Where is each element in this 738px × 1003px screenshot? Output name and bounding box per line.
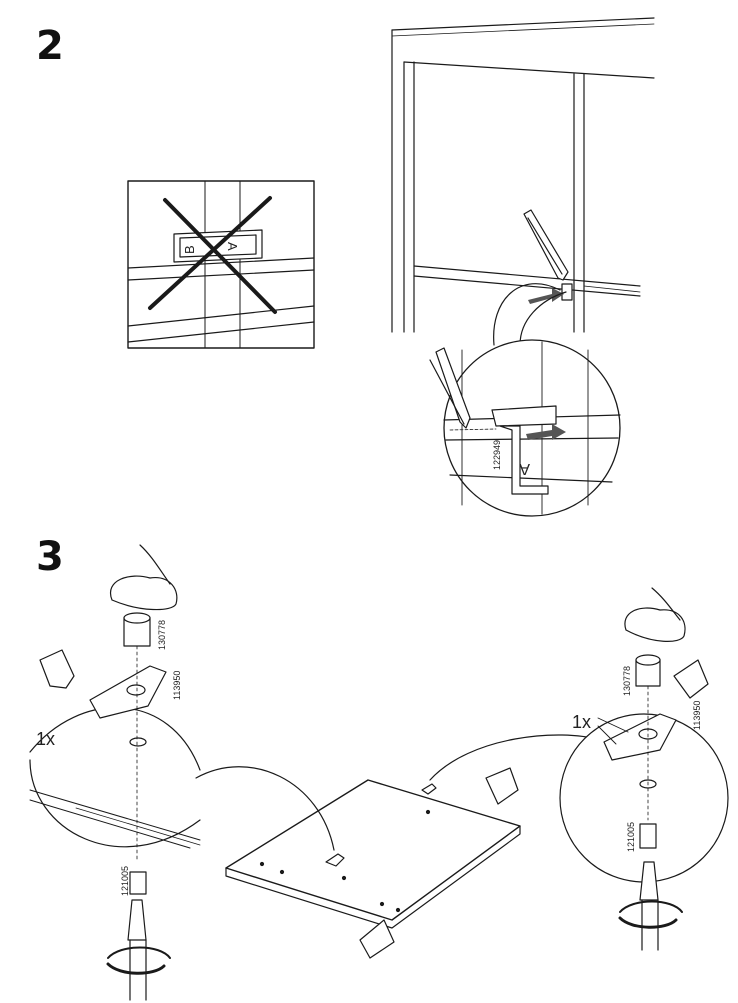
- part-number-121005-right: 121005: [626, 822, 636, 852]
- wrong-label-b: B: [182, 245, 197, 254]
- pencil-icon: [429, 347, 471, 429]
- finger-press-icon: [109, 544, 178, 611]
- quantity-right: 1x: [572, 712, 591, 732]
- door-panel: [195, 734, 601, 959]
- part-number-130778-left: 130778: [157, 620, 167, 650]
- part-number-113950-right: 113950: [692, 701, 702, 730]
- step-3-number: 3: [36, 534, 64, 580]
- zoom-callout: A 122949: [429, 283, 621, 517]
- step-2-number: 2: [36, 23, 64, 69]
- part-number-121005-left: 121005: [120, 866, 130, 896]
- wrong-label-a: A: [225, 242, 240, 251]
- pointing-hand-icon: [673, 659, 709, 699]
- part-number-130778-right: 130778: [622, 666, 632, 696]
- finger-press-icon: [624, 587, 686, 642]
- part-number-113950-left: 113950: [172, 671, 182, 700]
- screwdriver-icon: [618, 861, 683, 951]
- push-arrow-icon: [526, 424, 566, 440]
- cross-mark-icon: [148, 196, 277, 314]
- bracket-label-a: A: [519, 460, 530, 477]
- quantity-left: 1x: [36, 729, 55, 749]
- cabinet-frame: [391, 17, 655, 333]
- part-number-122949: 122949: [492, 440, 502, 470]
- push-arrow-icon: [528, 288, 564, 304]
- pencil-icon: [523, 209, 569, 281]
- left-detail: 130778 113950 1x 121005: [29, 544, 201, 1001]
- pointing-hand-icon: [485, 767, 519, 805]
- pointing-hand-icon: [39, 649, 75, 689]
- pointing-hand-icon: [359, 919, 395, 959]
- screwdriver-icon: [106, 899, 171, 1001]
- wrong-orientation-panel: B A: [127, 180, 315, 349]
- right-detail: 130778 113950 1x 121005: [559, 587, 729, 951]
